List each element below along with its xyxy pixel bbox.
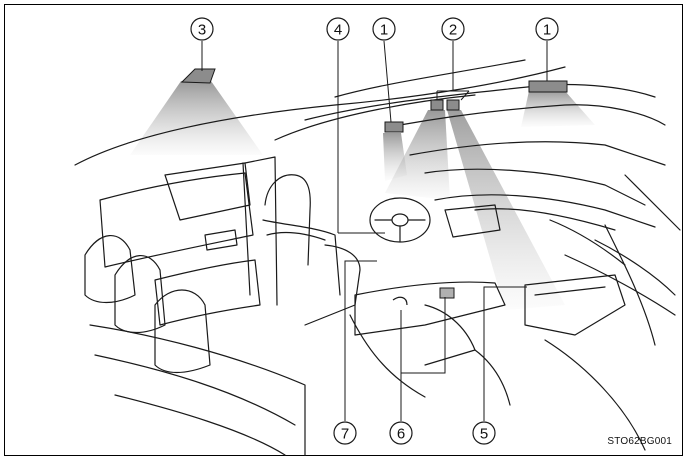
personal-light-right — [446, 99, 460, 111]
leader-2 — [436, 41, 470, 101]
vanity-light-right — [528, 80, 568, 93]
callout-5: 5 — [472, 421, 496, 445]
callout-1-left: 1 — [372, 17, 396, 41]
vanity-light-beam-right — [521, 91, 595, 127]
callout-5-label: 5 — [480, 426, 488, 443]
leader-7 — [344, 260, 377, 421]
lamps — [180, 68, 568, 306]
front-personal-light-beam-right — [447, 110, 565, 310]
leader-6 — [400, 297, 446, 421]
rear-room-light — [180, 68, 216, 84]
leader-lines — [201, 40, 548, 421]
callout-1-right-label: 1 — [543, 22, 551, 39]
callout-2-label: 2 — [449, 22, 457, 39]
callout-6: 6 — [389, 421, 413, 445]
callout-1-right: 1 — [535, 17, 559, 41]
leader-5 — [483, 286, 527, 421]
callout-markers: 3 4 1 2 1 7 6 5 — [190, 17, 559, 445]
personal-light-left — [430, 99, 444, 111]
callout-3: 3 — [190, 17, 214, 41]
callout-6-label: 6 — [397, 426, 405, 443]
vehicle-interior-illustration: 3 4 1 2 1 7 6 5 — [74, 17, 681, 456]
callout-4: 4 — [326, 17, 350, 41]
callout-3-label: 3 — [198, 22, 206, 39]
callout-1-left-label: 1 — [380, 22, 388, 39]
callout-4-label: 4 — [334, 22, 342, 39]
leader-1-left — [383, 40, 392, 123]
footwell-light — [392, 296, 408, 306]
figure-frame: 3 4 1 2 1 7 6 5 STO62BG001 — [4, 4, 683, 456]
console-light — [439, 287, 455, 299]
rear-room-light-beam — [130, 81, 263, 155]
vanity-light-beam-left — [383, 133, 407, 181]
figure-code: STO62BG001 — [607, 436, 672, 447]
callout-7-label: 7 — [341, 426, 349, 443]
vehicle-outline — [74, 59, 681, 456]
vanity-light-left — [384, 121, 404, 133]
front-personal-light-beam-left — [385, 110, 450, 200]
callout-7: 7 — [333, 421, 357, 445]
callout-2: 2 — [441, 17, 465, 41]
light-beams — [130, 81, 595, 310]
